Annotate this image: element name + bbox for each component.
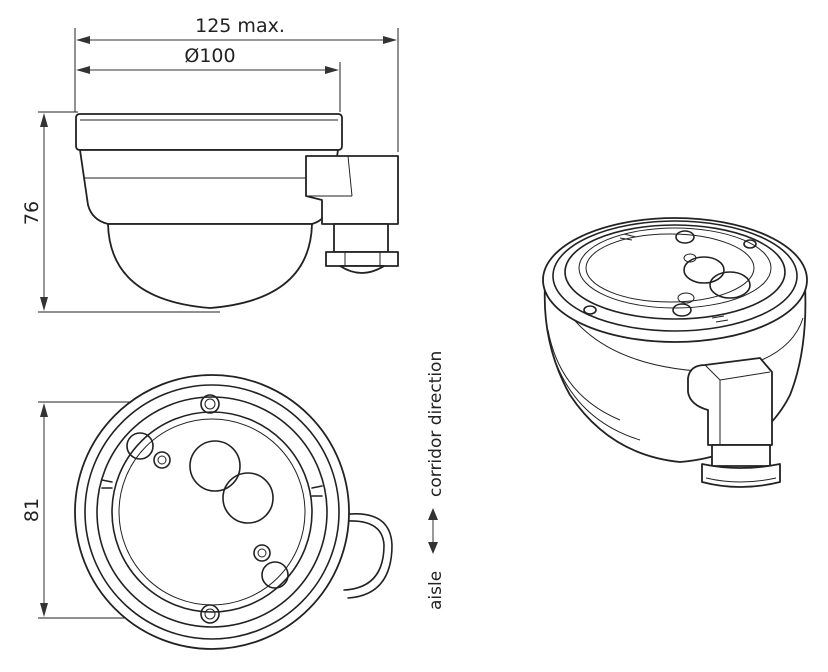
orientation-label: aisle corridor direction <box>426 351 446 610</box>
dimension-100: Ø100 <box>76 45 341 112</box>
dim-76-label: 76 <box>21 201 43 225</box>
bottom-view: 81 <box>21 374 393 650</box>
corridor-direction-label: corridor direction <box>426 351 446 497</box>
dim-81-label: 81 <box>21 498 43 522</box>
dimension-125: 125 max. <box>74 15 399 152</box>
dim-125-label: 125 max. <box>195 15 285 37</box>
isometric-view <box>542 217 808 488</box>
double-arrow-vertical-icon <box>428 508 438 554</box>
side-view: 125 max. Ø100 76 <box>21 15 399 313</box>
dimension-76: 76 <box>21 111 220 313</box>
aisle-label: aisle <box>426 571 446 610</box>
dim-100-label: Ø100 <box>184 45 235 67</box>
